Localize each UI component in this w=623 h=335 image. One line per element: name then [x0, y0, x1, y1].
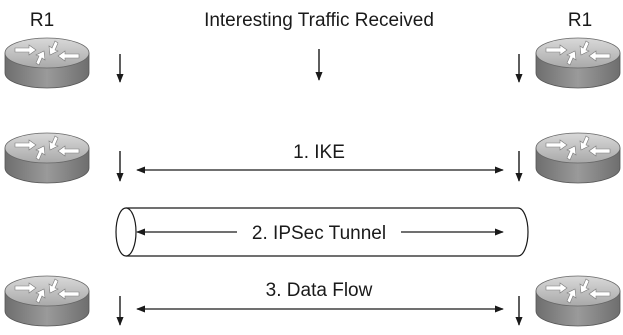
ipsec-tunnel [115, 207, 529, 257]
step-ike-label: 1. IKE [293, 142, 345, 163]
step-data-flow-label: 3. Data Flow [266, 280, 373, 301]
router-icon [4, 132, 90, 184]
router-icon [4, 37, 90, 89]
step-tunnel-label: 2. IPSec Tunnel [252, 223, 386, 244]
header-title: Interesting Traffic Received [204, 10, 434, 31]
router-icon [4, 275, 90, 327]
router-icon [535, 132, 621, 184]
right-router-label: R1 [568, 10, 592, 31]
router-icon [535, 275, 621, 327]
left-router-label: R1 [30, 10, 54, 31]
router-icon [535, 37, 621, 89]
